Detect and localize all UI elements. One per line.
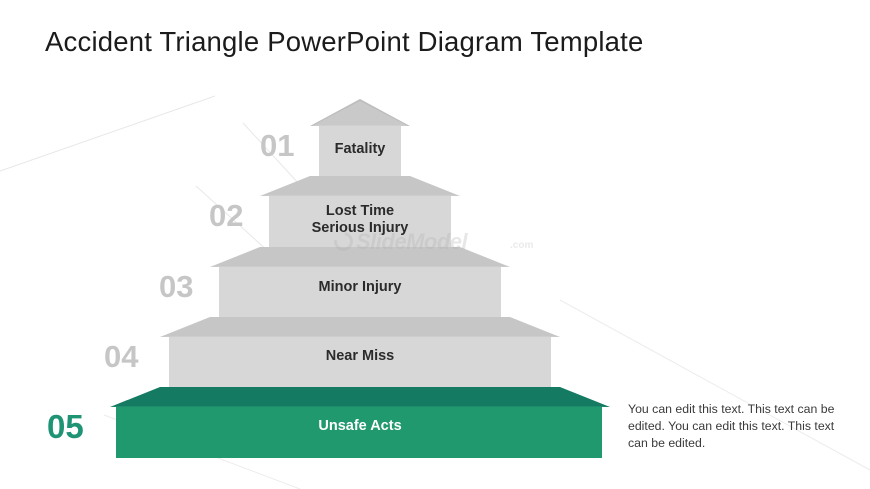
pyramid-tier-05[interactable]: Unsafe Acts: [105, 387, 615, 459]
page-title: Accident Triangle PowerPoint Diagram Tem…: [45, 26, 644, 57]
step-number-03: 03: [159, 269, 194, 304]
step-number-04: 04: [104, 339, 139, 374]
step-number-05: 05: [47, 408, 84, 445]
pyramid-tier-04[interactable]: Near Miss: [155, 317, 565, 389]
step-number-02: 02: [209, 198, 244, 233]
pyramid-tier-01[interactable]: Fatality: [305, 99, 415, 177]
description-text: You can edit this text. This text can be…: [628, 402, 835, 450]
pyramid-tier-02[interactable]: Lost Time Serious Injury: [255, 176, 465, 248]
accident-triangle-diagram: Fatality Lost Time Serious Injury: [47, 99, 615, 459]
pyramid-tier-03[interactable]: Minor Injury: [205, 247, 515, 319]
step-number-01: 01: [260, 128, 295, 163]
